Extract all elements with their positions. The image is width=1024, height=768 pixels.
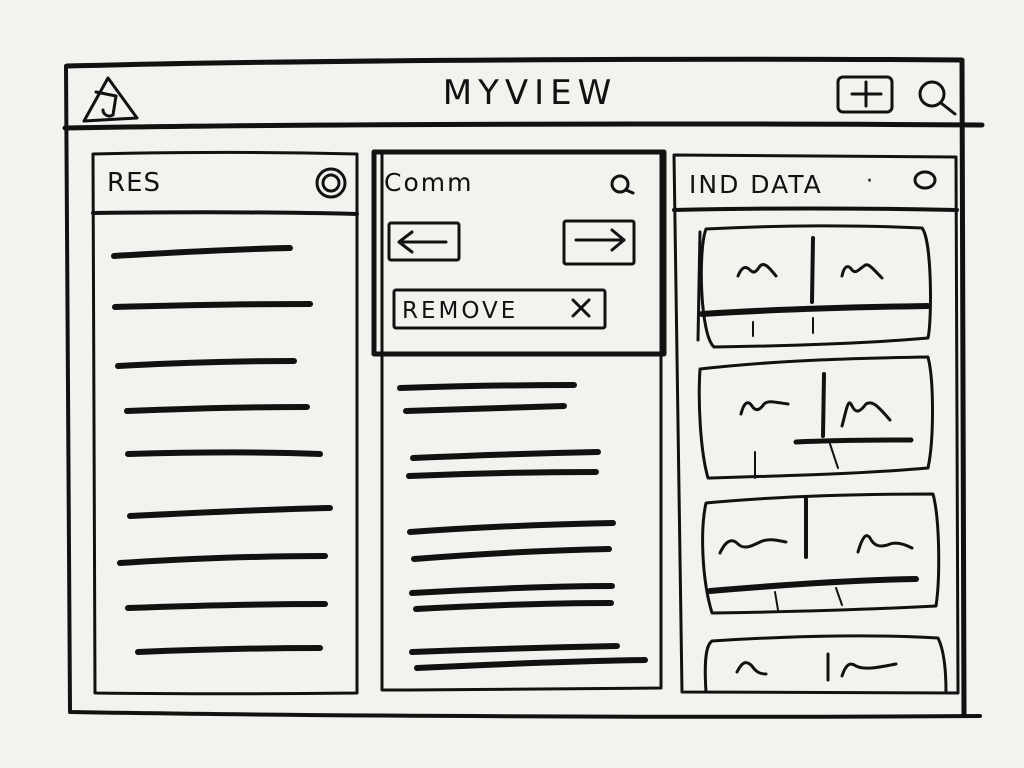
sparkline — [840, 263, 884, 280]
sparkline — [739, 400, 790, 416]
res-panel: RES — [91, 151, 359, 696]
list-item[interactable] — [407, 520, 616, 562]
add-button[interactable] — [836, 75, 894, 114]
data-card[interactable] — [701, 492, 941, 615]
data-card[interactable] — [697, 355, 934, 480]
sparkline — [736, 262, 778, 278]
ind-data-panel: IND DATA · — [672, 153, 960, 695]
comm-panel: Comm REMOVE — [371, 149, 667, 692]
res-list — [111, 245, 333, 655]
settings-icon[interactable] — [610, 174, 635, 195]
sparkline — [840, 662, 898, 678]
plus-icon — [850, 80, 883, 108]
arrow-left-icon — [397, 230, 448, 254]
list-item[interactable] — [111, 245, 293, 259]
list-item[interactable] — [124, 404, 310, 414]
sparkline — [735, 661, 768, 676]
search-icon[interactable] — [918, 80, 957, 116]
list-item[interactable] — [135, 645, 323, 655]
ind-data-title-dot: · — [866, 169, 873, 194]
comm-panel-title: Comm — [384, 168, 473, 197]
ind-data-panel-title: IND DATA — [689, 170, 823, 199]
list-item[interactable] — [406, 449, 601, 479]
sparkline — [840, 401, 892, 428]
data-card[interactable] — [696, 224, 932, 349]
next-button[interactable] — [562, 219, 636, 266]
sparkline — [856, 534, 914, 554]
sparkline — [718, 538, 788, 555]
window-frame — [62, 56, 985, 719]
arrow-right-icon — [574, 228, 626, 252]
data-card[interactable] — [703, 634, 948, 694]
settings-icon[interactable] — [315, 167, 347, 199]
app-title: MYVIEW — [443, 73, 618, 113]
list-item[interactable] — [409, 643, 648, 671]
settings-icon[interactable] — [913, 170, 937, 190]
list-item[interactable] — [397, 382, 577, 414]
header-bar: MYVIEW — [82, 73, 957, 123]
list-item[interactable] — [125, 601, 328, 611]
triangle-logo-icon[interactable] — [82, 76, 139, 123]
res-panel-title: RES — [107, 168, 161, 198]
list-item[interactable] — [125, 449, 323, 457]
remove-button-label: REMOVE — [402, 298, 518, 324]
comm-list — [397, 382, 648, 671]
list-item[interactable] — [127, 505, 333, 519]
list-item[interactable] — [112, 301, 313, 310]
remove-button[interactable]: REMOVE — [392, 288, 607, 330]
list-item[interactable] — [409, 583, 615, 612]
list-item[interactable] — [115, 358, 297, 369]
list-item[interactable] — [117, 553, 328, 566]
close-icon — [571, 298, 591, 318]
prev-button[interactable] — [387, 221, 461, 262]
